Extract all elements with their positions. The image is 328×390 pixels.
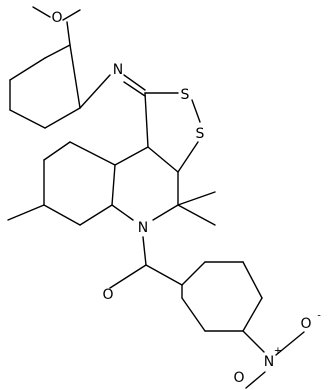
nitro-double-oxygen-label: O xyxy=(300,316,311,332)
bond xyxy=(44,44,71,59)
bond xyxy=(177,191,216,206)
bond xyxy=(43,204,81,226)
bond xyxy=(66,21,71,46)
nitro-single-oxygen-label: O xyxy=(233,370,244,386)
bond xyxy=(69,44,81,109)
nitro-positive-charge: + xyxy=(274,346,282,357)
nitro-nitrogen-label: N xyxy=(264,354,274,370)
bond xyxy=(242,297,263,332)
bond xyxy=(152,204,179,221)
bond xyxy=(177,141,199,173)
bond xyxy=(32,6,51,18)
bond xyxy=(181,261,206,286)
bond xyxy=(123,74,146,91)
bond xyxy=(79,74,111,109)
bond xyxy=(191,99,201,123)
sulfur-top-label: S xyxy=(181,87,190,103)
sulfur-ring-label: S xyxy=(196,126,205,142)
bond xyxy=(147,146,179,173)
bond xyxy=(69,141,116,166)
bond xyxy=(111,164,116,206)
bond xyxy=(275,331,305,356)
bond xyxy=(145,264,183,286)
bond xyxy=(111,204,134,221)
bond xyxy=(43,141,71,161)
bond xyxy=(109,264,147,289)
bond xyxy=(9,109,46,129)
bond xyxy=(9,57,46,81)
bond xyxy=(114,146,149,166)
ether-oxygen-label: O xyxy=(51,10,62,26)
bond xyxy=(242,261,263,299)
bond-lines xyxy=(7,6,305,389)
atom-labels: O N S S N O N + O O - xyxy=(51,10,321,386)
bond xyxy=(245,371,266,389)
bond xyxy=(142,236,147,266)
bond xyxy=(242,330,265,353)
ring-nitrogen-label: N xyxy=(138,220,148,236)
bond xyxy=(62,9,81,21)
bond xyxy=(144,92,149,148)
bond xyxy=(123,81,146,97)
bond xyxy=(44,107,81,129)
bond xyxy=(79,204,113,226)
bond xyxy=(177,204,216,226)
bond xyxy=(181,297,206,332)
imine-nitrogen-label: N xyxy=(113,62,123,78)
bond xyxy=(7,204,45,221)
carbonyl-oxygen-label: O xyxy=(102,287,113,303)
nitro-negative-charge: - xyxy=(317,311,321,322)
